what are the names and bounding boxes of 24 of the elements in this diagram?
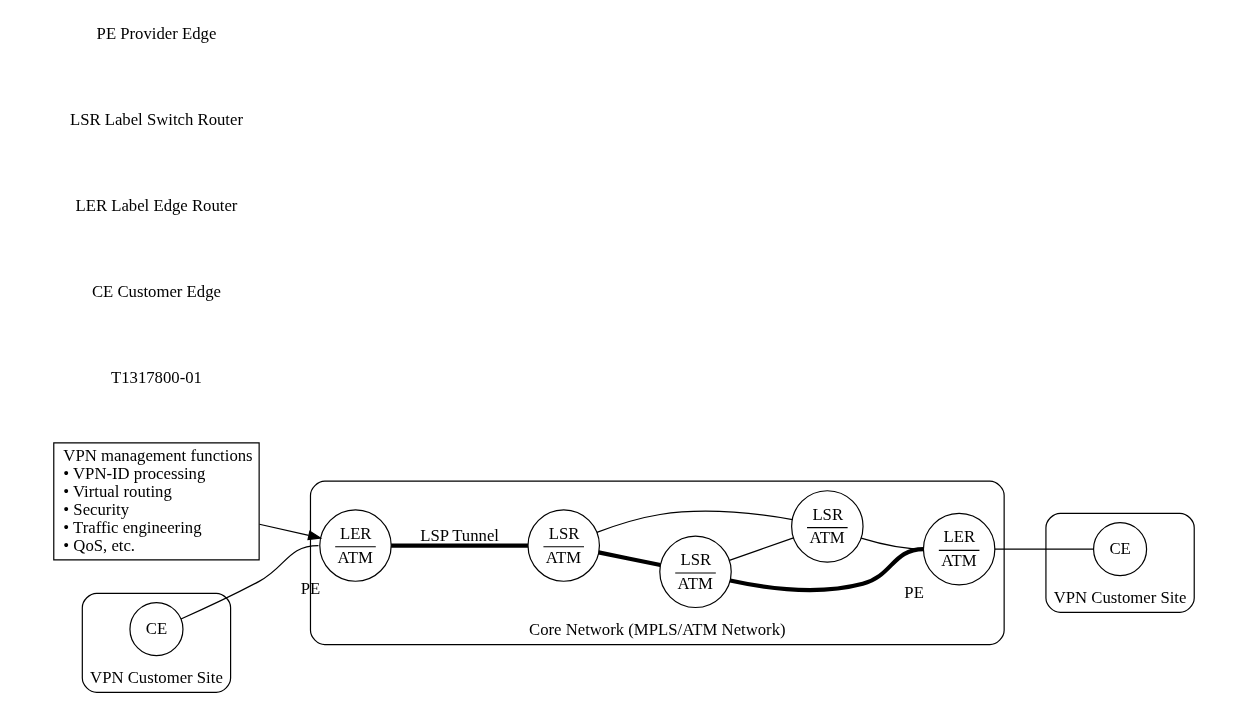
- node-circle: LSR ATM: [658, 535, 732, 609]
- connector: [993, 548, 1094, 550]
- connector: [729, 547, 924, 592]
- arrow: [258, 523, 322, 541]
- node-box: VPN management functions • VPN-ID processing • Virtual routing • Security • Traffic engineering • QoS, etc.: [52, 442, 260, 561]
- node-circle: LSR ATM: [526, 509, 600, 582]
- connector: [595, 510, 793, 533]
- node-circle: CE: [128, 602, 184, 657]
- connector: [597, 550, 661, 567]
- edge-label: LSP Tunnel: [419, 526, 499, 546]
- connector: [179, 544, 319, 620]
- node-label: PE: [903, 582, 924, 602]
- label: PE Provider Edge: [96, 23, 216, 43]
- node-circle: LSR ATM: [790, 490, 864, 563]
- connector: [728, 537, 794, 561]
- connector: [860, 537, 924, 550]
- label: LSR Label Switch Router: [69, 109, 243, 129]
- node-circle: LER ATM: [318, 509, 392, 582]
- label: LER Label Edge Router: [75, 195, 237, 215]
- connector: [390, 543, 528, 548]
- node-circle: LER ATM: [922, 512, 995, 586]
- label: T1317800-01: [110, 367, 202, 387]
- node-circle: CE: [1092, 522, 1147, 577]
- label: CE Customer Edge: [91, 281, 221, 301]
